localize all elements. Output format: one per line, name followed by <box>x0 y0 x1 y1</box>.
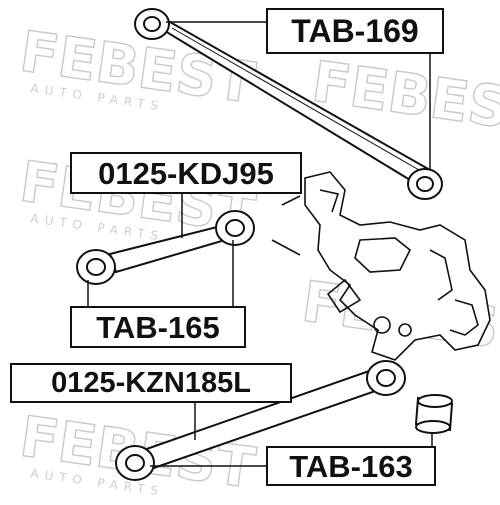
part-label-0125-kzn185l: 0125-KZN185L <box>10 363 292 403</box>
upper-arm-bushing-left-core <box>143 16 161 32</box>
upper-link-arm <box>134 8 443 200</box>
loose-bushing-bottom <box>415 420 451 434</box>
middle-arm-bushing-right-core <box>225 219 245 237</box>
loose-bushing <box>414 394 454 434</box>
lower-arm-bushing-right-core <box>376 369 396 387</box>
suspension-knuckle <box>271 171 491 361</box>
part-label-0125-kdj95: 0125-KDJ95 <box>70 152 302 194</box>
leader-lines <box>87 21 433 467</box>
middle-link-arm <box>76 210 255 285</box>
part-label-tab165: TAB-165 <box>70 306 246 348</box>
part-label-tab163: TAB-163 <box>266 446 436 486</box>
upper-arm-rod-edge <box>171 27 427 175</box>
lower-link-arm <box>115 360 406 481</box>
upper-arm-bushing-right-core <box>416 176 434 192</box>
loose-bushing-top <box>417 394 453 408</box>
lower-arm-bushing-left-core <box>125 454 145 472</box>
middle-arm-bushing-left-core <box>86 258 106 276</box>
part-label-tab169: TAB-169 <box>266 8 444 54</box>
